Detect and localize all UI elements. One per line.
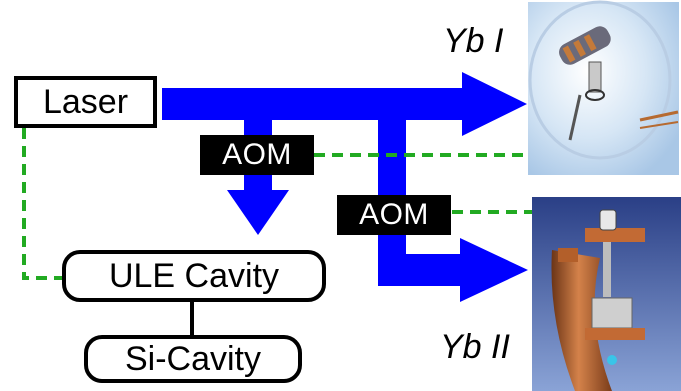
aom-2-label: AOM bbox=[359, 198, 429, 232]
ule-cavity-box: ULE Cavity bbox=[62, 250, 326, 302]
aom1-arrow-head bbox=[227, 190, 289, 235]
si-cavity-label: Si-Cavity bbox=[125, 340, 261, 379]
yb2-label: Yb II bbox=[440, 328, 510, 367]
si-cavity-box: Si-Cavity bbox=[84, 335, 302, 383]
laser-box: Laser bbox=[14, 76, 157, 128]
aom-1-badge: AOM bbox=[200, 135, 314, 175]
yb1-photo bbox=[528, 2, 679, 175]
aom-2-badge: AOM bbox=[337, 195, 451, 235]
main-beam-arrow bbox=[162, 72, 527, 136]
yb1-label: Yb I bbox=[443, 22, 503, 61]
laser-to-ule-line bbox=[24, 128, 62, 278]
ule-cavity-label: ULE Cavity bbox=[109, 257, 279, 296]
aom-1-label: AOM bbox=[222, 138, 292, 172]
laser-label: Laser bbox=[43, 83, 128, 122]
yb2-photo bbox=[532, 197, 681, 391]
